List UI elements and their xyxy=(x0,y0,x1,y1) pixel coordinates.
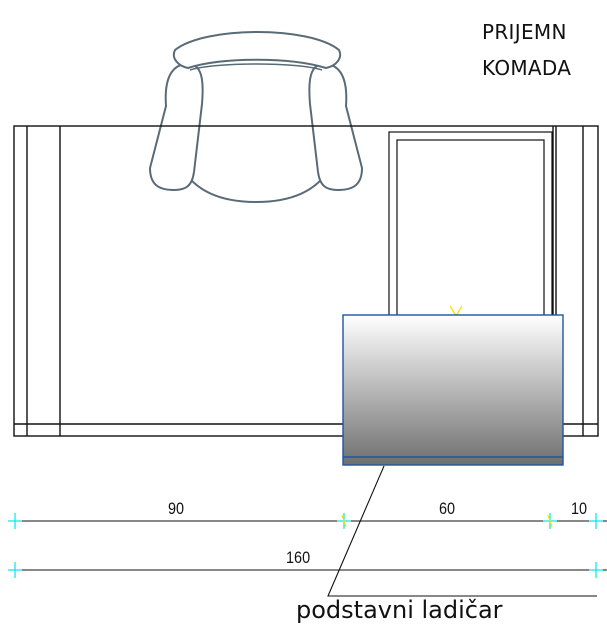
dimension-ticks xyxy=(8,513,603,578)
dimension-marker-accents xyxy=(341,514,553,528)
dimension-label: 60 xyxy=(439,499,456,518)
dimension-label: 90 xyxy=(168,499,185,518)
drawer-unit-callout: podstavni ladičar xyxy=(296,596,503,624)
title-line-1: PRIJEMN xyxy=(482,20,567,44)
chair-icon xyxy=(148,31,364,204)
dimension-lines xyxy=(8,520,607,571)
title-line-2: KOMADA xyxy=(482,56,572,80)
dimension-label: 160 xyxy=(286,548,311,567)
dimension-label: 10 xyxy=(571,499,588,518)
drawer-unit xyxy=(342,314,564,466)
callout-leader-line xyxy=(327,465,597,597)
